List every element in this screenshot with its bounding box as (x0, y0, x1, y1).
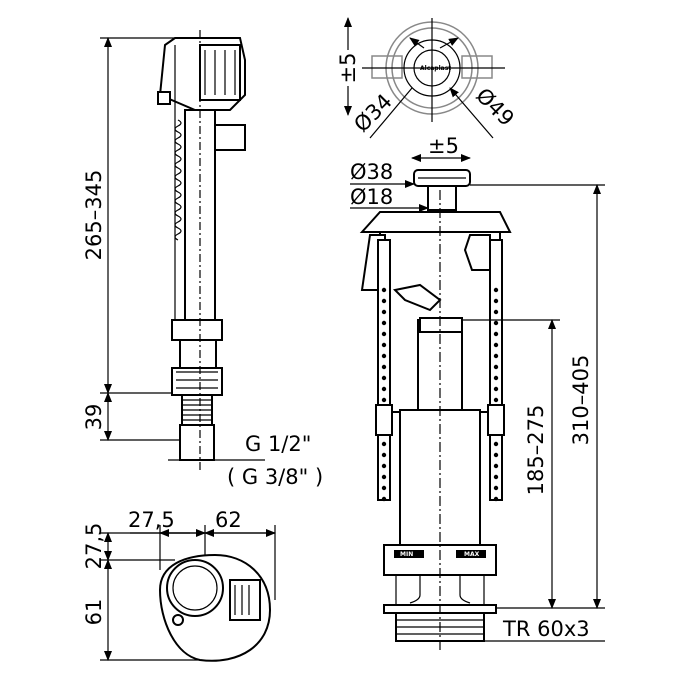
connection-height-label: 39 (82, 404, 106, 431)
width-left-label: 27,5 (128, 508, 175, 532)
rail-hole (381, 364, 387, 370)
rail-hole (381, 353, 387, 359)
rail-hole (493, 397, 499, 403)
button-inner-label: Ø18 (350, 185, 393, 209)
rail-hole (493, 331, 499, 337)
thread-label: TR 60x3 (502, 617, 590, 641)
rail-hole (493, 474, 499, 480)
diameter-outer-label: Ø49 (471, 83, 519, 131)
min-label: MIN (400, 551, 413, 558)
rail-hole (381, 287, 387, 293)
height-range-label: 265–345 (82, 170, 106, 261)
diameter-inner-label: Ø34 (349, 89, 397, 137)
thread-alt-label: ( G 3/8" ) (227, 465, 323, 489)
rail-holes (381, 287, 499, 502)
fill-valve-top-view: 27,5 61 27,5 62 (82, 508, 276, 662)
rail-hole (493, 353, 499, 359)
rail-hole (493, 287, 499, 293)
rail-hole (493, 441, 499, 447)
total-height-label: 310–405 (569, 355, 593, 446)
rail-hole (493, 375, 499, 381)
rail-hole (493, 320, 499, 326)
rail-hole (493, 342, 499, 348)
thread-main-label: G 1/2" (245, 432, 311, 456)
rail-hole (381, 441, 387, 447)
rail-hole (381, 375, 387, 381)
rail-hole (381, 496, 387, 502)
rail-hole (493, 452, 499, 458)
max-label: MAX (464, 551, 480, 558)
rail-hole (493, 386, 499, 392)
fill-valve-side-view: 265–345 39 G 1/2" ( G 3/8" ) (82, 30, 323, 489)
width-right-label: 62 (215, 508, 242, 532)
rail-hole (493, 496, 499, 502)
adjust-label: ±5 (428, 134, 459, 158)
button-diameter-label: Ø38 (350, 160, 393, 184)
brand-label: Alcaplast (420, 65, 451, 72)
rail-hole (493, 463, 499, 469)
rail-hole (493, 364, 499, 370)
flush-valve-top-view: Alcaplast ±5 Ø34 Ø49 (336, 17, 519, 139)
rail-hole (381, 320, 387, 326)
depth-bottom-label: 61 (82, 599, 106, 626)
rail-hole (381, 397, 387, 403)
rail-hole (381, 298, 387, 304)
top-adjust-label: ±5 (336, 53, 360, 84)
rail-hole (493, 485, 499, 491)
rail-hole (381, 485, 387, 491)
rail-hole (381, 309, 387, 315)
rail-hole (381, 474, 387, 480)
rail-hole (381, 452, 387, 458)
rail-hole (381, 386, 387, 392)
rail-hole (381, 463, 387, 469)
rail-hole (493, 298, 499, 304)
depth-top-label: 27,5 (82, 523, 106, 570)
overflow-height-label: 185–275 (524, 405, 548, 496)
rail-hole (381, 331, 387, 337)
rail-hole (381, 342, 387, 348)
rail-hole (493, 309, 499, 315)
flush-valve-side-view: ±5 Ø38 Ø18 MIN MAX (350, 134, 605, 650)
